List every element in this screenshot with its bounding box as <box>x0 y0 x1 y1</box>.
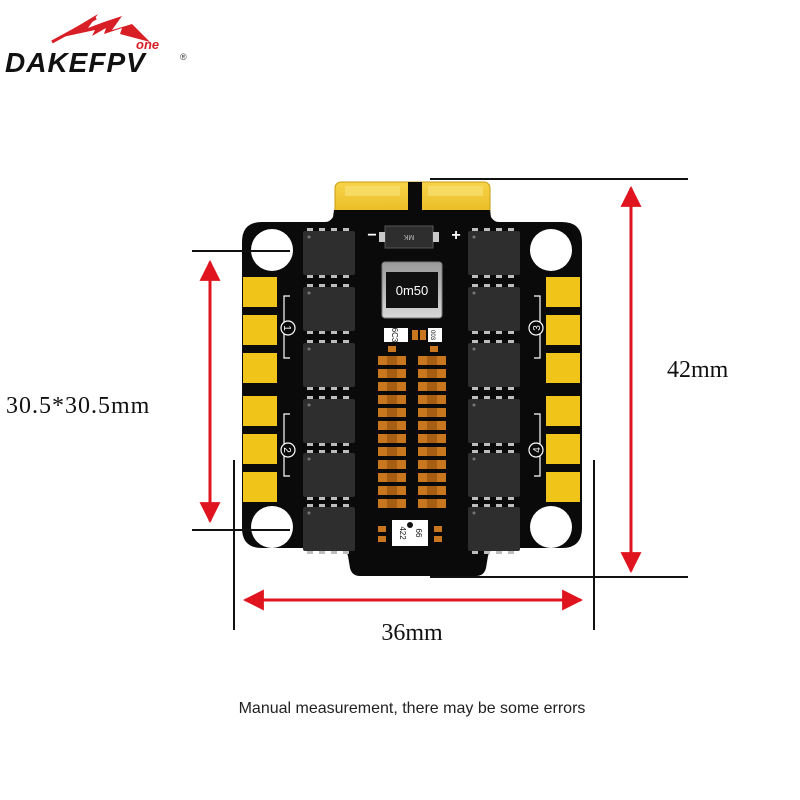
copper-strip <box>418 356 446 365</box>
svg-text:0m50: 0m50 <box>396 283 429 298</box>
mosfet-array <box>303 228 520 554</box>
svg-text:003: 003 <box>429 330 435 341</box>
mount-hole-top-right <box>530 229 572 271</box>
motor-label-1: 1 <box>280 295 296 359</box>
copper-strip <box>418 382 446 391</box>
dimension-guides <box>192 178 688 630</box>
measurement-note: Manual measurement, there may be some er… <box>239 700 586 717</box>
svg-text:66: 66 <box>414 529 423 538</box>
brand-mark-text: ® <box>180 52 187 62</box>
height-label: 42mm <box>667 357 729 383</box>
top-chip: MK <box>379 225 439 249</box>
polarity-minus-label: − <box>367 227 376 244</box>
motor-label-4: 4 <box>528 413 544 477</box>
svg-text:1: 1 <box>281 325 292 331</box>
copper-strip <box>418 395 446 404</box>
mount-hole-bottom-left <box>251 506 293 548</box>
mosfet-chip <box>303 340 355 390</box>
svg-text:MK: MK <box>403 233 414 240</box>
copper-strip <box>378 421 406 430</box>
copper-strip <box>378 395 406 404</box>
svg-text:6C3: 6C3 <box>390 328 399 343</box>
copper-strip <box>378 408 406 417</box>
copper-strip <box>378 434 406 443</box>
brand-name-text: DAKEFPV <box>5 47 147 78</box>
svg-text:422: 422 <box>398 526 407 540</box>
mosfet-chip <box>468 396 520 446</box>
mosfet-chip <box>303 504 355 554</box>
motor-label-2: 2 <box>280 413 296 477</box>
copper-strip <box>378 382 406 391</box>
copper-strip <box>418 421 446 430</box>
copper-strip <box>378 460 406 469</box>
copper-strip <box>418 499 446 508</box>
current-sense-resistor: 0m50 <box>381 261 443 319</box>
copper-strip <box>418 460 446 469</box>
copper-strip <box>378 356 406 365</box>
mount-pattern-label: 30.5*30.5mm <box>6 393 150 419</box>
brand-sub-text: one <box>136 37 159 52</box>
dimension-arrows <box>199 185 642 611</box>
mosfet-chip <box>303 284 355 334</box>
copper-strip <box>378 369 406 378</box>
copper-strip <box>378 473 406 482</box>
motor-label-3: 3 <box>528 295 544 359</box>
copper-strip <box>418 447 446 456</box>
motor-pads-right <box>546 277 580 502</box>
mosfet-chip <box>468 340 520 390</box>
motor-pads-left <box>243 277 277 502</box>
svg-text:3: 3 <box>532 325 543 331</box>
bottom-ic: 422 66 <box>378 520 442 546</box>
copper-strip <box>418 369 446 378</box>
small-components: 6C3 003 <box>384 328 442 352</box>
mosfet-chip <box>468 228 520 278</box>
mount-hole-bottom-right <box>530 506 572 548</box>
mosfet-chip <box>468 284 520 334</box>
svg-text:4: 4 <box>532 447 543 453</box>
copper-strip-array <box>378 356 446 508</box>
copper-strip <box>378 447 406 456</box>
brand-logo: one DAKEFPV ® <box>5 14 187 78</box>
copper-strip <box>418 434 446 443</box>
copper-strip <box>378 499 406 508</box>
copper-strip <box>418 473 446 482</box>
copper-strip <box>378 486 406 495</box>
logo-swoosh-icon <box>58 14 150 42</box>
mosfet-chip <box>303 450 355 500</box>
mosfet-chip <box>468 450 520 500</box>
esc-board: 1 2 3 4 − + MK <box>242 210 582 576</box>
svg-text:2: 2 <box>281 447 292 453</box>
width-label: 36mm <box>381 620 443 646</box>
mosfet-chip <box>303 396 355 446</box>
mosfet-chip <box>303 228 355 278</box>
mosfet-chip <box>468 504 520 554</box>
polarity-plus-label: + <box>451 227 460 244</box>
copper-strip <box>418 408 446 417</box>
copper-strip <box>418 486 446 495</box>
